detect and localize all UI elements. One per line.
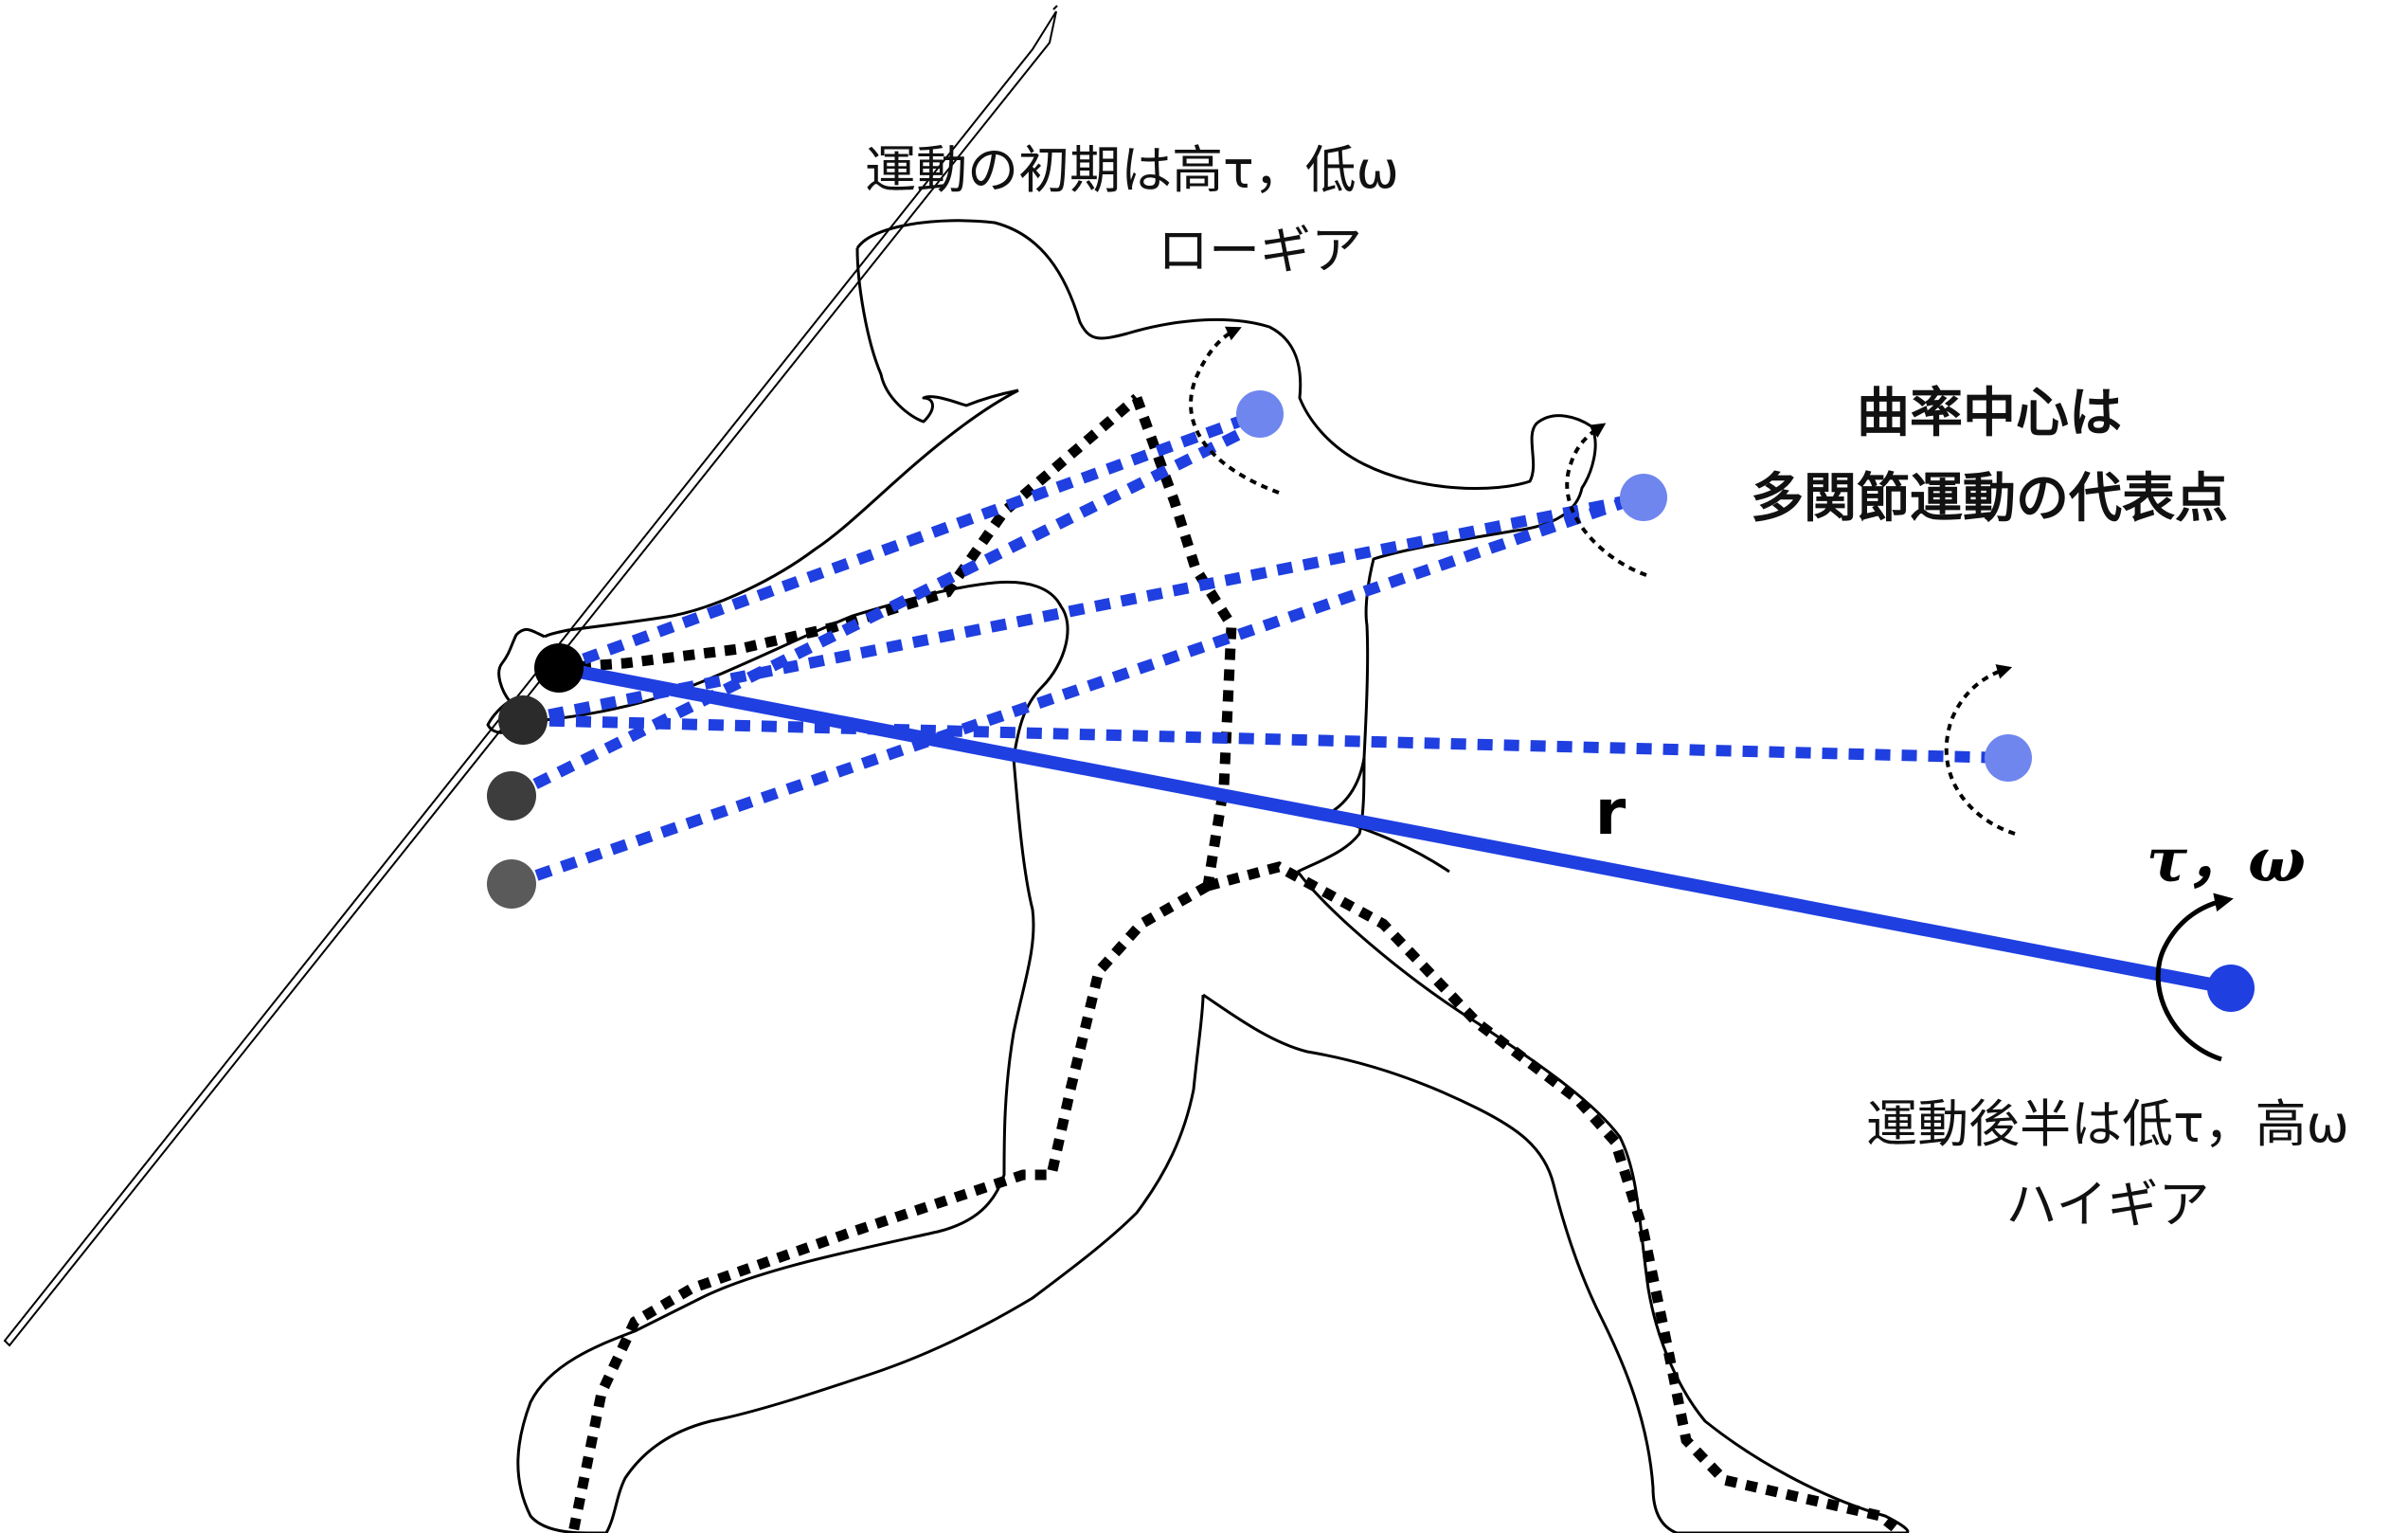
label-late-line1: 運動後半は低τ，高ω <box>1866 1094 2349 1154</box>
rotation-arc-main <box>2155 893 2234 1062</box>
label-torque-omega: τ，ω <box>2147 825 2306 896</box>
label-radius-r: r <box>1595 776 1626 849</box>
hand-dot-4 <box>487 859 536 909</box>
rotation-arc-elbow <box>1565 423 1647 577</box>
skeleton-front-leg <box>1206 861 1898 1532</box>
skeleton-back-leg <box>567 881 1211 1533</box>
radius-dotted-2 <box>521 492 1645 726</box>
radius-dotted-4 <box>510 492 1641 890</box>
radius-solid-r <box>557 661 2233 995</box>
athlete-silhouette <box>486 219 1910 1533</box>
rotation-arc-shoulder <box>1189 326 1280 495</box>
label-early-line2: ローギア <box>1158 221 1362 280</box>
skeleton-dotted-lines <box>558 393 1898 1533</box>
radius-dotted-5 <box>522 714 2009 764</box>
hand-positions <box>487 643 584 909</box>
radius-dotted-3 <box>509 421 1258 802</box>
blue-dotted-radii <box>509 408 2009 890</box>
javelin <box>3 5 1058 1347</box>
center-point-1 <box>1236 390 1284 438</box>
labels: 運動の初期は高τ，低ω ローギア 曲率中心は 多関節運動の代表点 r τ，ω 運… <box>865 140 2349 1235</box>
skeleton-spine <box>1131 396 1237 887</box>
curvature-centers <box>1236 390 2255 1012</box>
label-early-line1: 運動の初期は高τ，低ω <box>865 140 1399 200</box>
rotation-arc-mid <box>1944 664 2016 836</box>
hand-dot-1 <box>534 643 584 693</box>
center-point-main <box>2207 965 2255 1012</box>
hand-dot-3 <box>487 771 536 821</box>
label-late-line2: ハイギア <box>2006 1175 2210 1235</box>
center-point-2 <box>1620 474 1667 521</box>
rotation-arcs <box>1189 326 2234 1062</box>
hand-dot-2 <box>498 695 548 745</box>
label-center-line2: 多関節運動の代表点 <box>1751 468 2228 530</box>
radius-dotted-1 <box>556 408 1263 674</box>
skeleton-arm <box>558 393 1141 674</box>
center-point-3 <box>1985 734 2032 782</box>
label-center-line1: 曲率中心は <box>1857 383 2122 444</box>
